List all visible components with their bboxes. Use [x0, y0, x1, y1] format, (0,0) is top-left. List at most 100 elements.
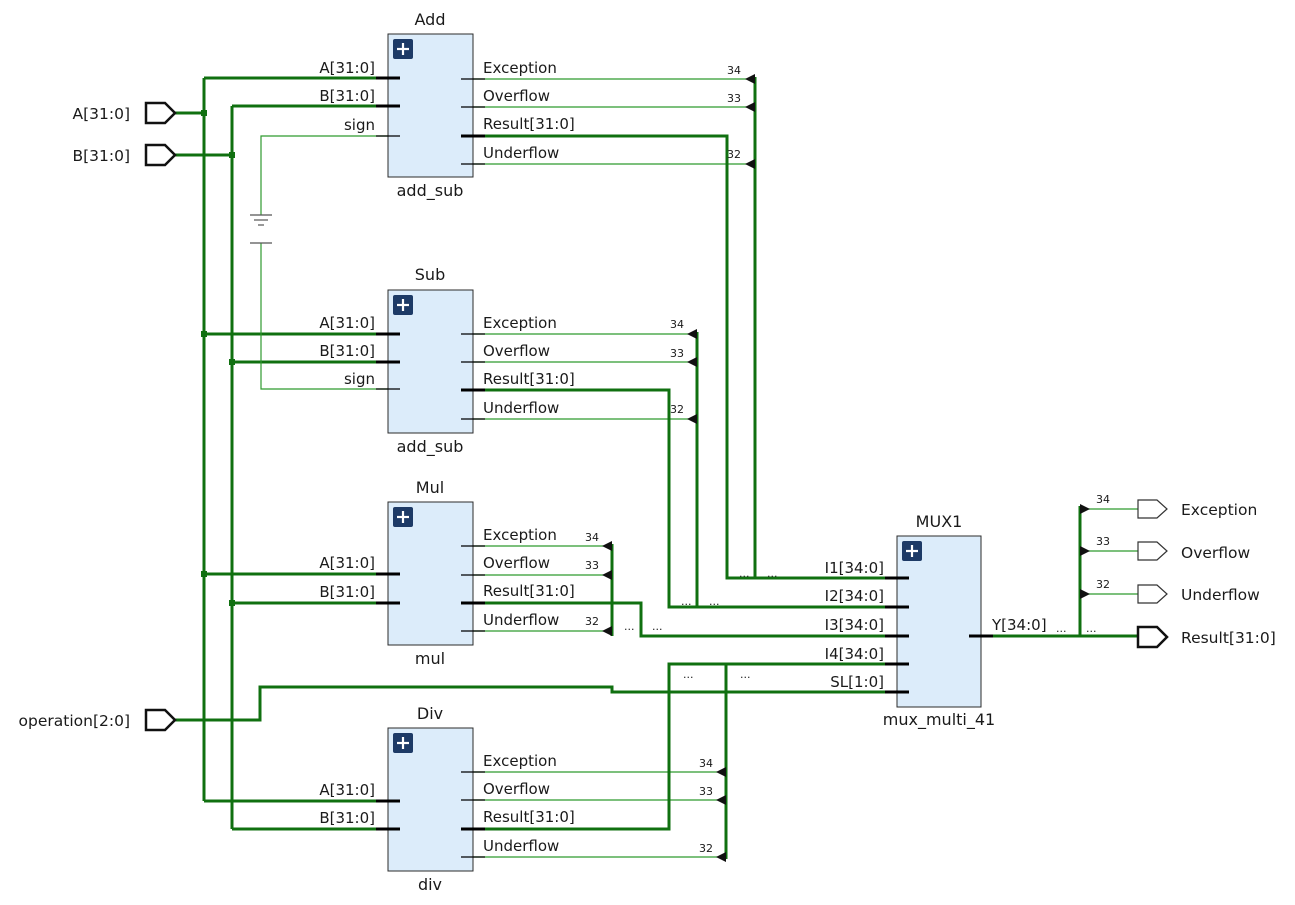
wires — [175, 76, 1138, 859]
wire-a-bus — [175, 76, 388, 803]
wire-div-result — [473, 662, 897, 831]
block-add-in-b: B[31:0] — [319, 87, 375, 105]
block-mul-out-exception: Exception — [483, 526, 557, 544]
block-add-out-overflow: Overflow — [483, 87, 550, 105]
block-sub-in-sign: sign — [344, 370, 375, 388]
block-mux-in-sl: SL[1:0] — [830, 673, 884, 691]
block-div-in-a: A[31:0] — [319, 781, 375, 799]
block-mux-expand-icon[interactable] — [902, 541, 922, 561]
block-sub-bit-overflow: 33 — [670, 347, 684, 360]
block-mul-expand-icon[interactable] — [393, 507, 413, 527]
block-add-title: Add — [415, 10, 446, 29]
block-sub-expand-icon[interactable] — [393, 295, 413, 315]
block-sub-out-exception: Exception — [483, 314, 557, 332]
block-sub-in-b: B[31:0] — [319, 342, 375, 360]
block-mux-title: MUX1 — [916, 512, 963, 531]
bus-tap-icon — [1080, 504, 1090, 514]
block-mul-out-underflow: Underflow — [483, 611, 559, 629]
block-div-ellipsis: ... — [683, 668, 694, 681]
block-div-bit-exception: 34 — [699, 757, 713, 770]
block-mux-in-i2: I2[34:0] — [825, 587, 884, 605]
junction-dot — [229, 600, 235, 606]
block-div[interactable]: Div A[31:0] B[31:0] Exception Overflow R… — [319, 668, 750, 894]
block-add-out-result: Result[31:0] — [483, 115, 575, 133]
block-mul-module: mul — [415, 649, 445, 668]
output-port-result[interactable]: Result[31:0] ... ... — [1056, 622, 1276, 649]
ground-icon — [250, 214, 272, 244]
block-add[interactable]: Add A[31:0] B[31:0] sign Exception Overf… — [319, 10, 741, 201]
wire-mul-result — [473, 601, 897, 638]
block-mul-bit-underflow: 32 — [585, 615, 599, 628]
junction-dot — [201, 571, 207, 577]
bus-tap-icon — [716, 767, 726, 777]
block-mux-box[interactable] — [896, 535, 982, 708]
block-mul-out-result: Result[31:0] — [483, 582, 575, 600]
bus-tap-icon — [1080, 589, 1090, 599]
block-mul-ellipsis: ... — [652, 620, 663, 633]
junction-dot — [201, 110, 207, 116]
bus-tap-icon — [1080, 546, 1090, 556]
bus-tap-icon — [687, 414, 697, 424]
block-add-module: add_sub — [397, 181, 464, 201]
bus-taps — [602, 74, 1090, 862]
bus-tap-icon — [745, 102, 755, 112]
wire-sign-net — [260, 135, 388, 390]
output-ellipsis: ... — [1056, 622, 1067, 635]
block-add-expand-icon[interactable] — [393, 39, 413, 59]
bus-tap-icon — [602, 626, 612, 636]
block-add-bit-overflow: 33 — [727, 92, 741, 105]
block-div-module: div — [418, 875, 442, 894]
wire-y-bus — [981, 506, 1138, 638]
block-mul-out-overflow: Overflow — [483, 554, 550, 572]
block-sub-bit-underflow: 32 — [670, 403, 684, 416]
output-ellipsis: ... — [1086, 622, 1097, 635]
input-port-operation[interactable]: operation[2:0] — [19, 708, 177, 732]
input-port-a-label: A[31:0] — [72, 105, 130, 123]
output-port-overflow[interactable]: 33 Overflow — [1096, 535, 1251, 562]
output-port-underflow-label: Underflow — [1181, 586, 1260, 604]
block-div-ellipsis: ... — [740, 668, 751, 681]
input-port-b-label: B[31:0] — [72, 147, 130, 165]
output-port-result-label: Result[31:0] — [1181, 629, 1276, 647]
bus-tap-icon — [745, 74, 755, 84]
output-port-exception[interactable]: 34 Exception — [1096, 493, 1257, 519]
bus-tap-icon — [745, 159, 755, 169]
block-add-out-exception: Exception — [483, 59, 557, 77]
wire-b-bus — [175, 104, 388, 831]
junction-dot — [201, 331, 207, 337]
input-port-a[interactable]: A[31:0] — [72, 101, 177, 125]
block-sub[interactable]: Sub A[31:0] B[31:0] sign Exception Overf… — [319, 265, 684, 457]
block-mux[interactable]: MUX1 I1[34:0] I2[34:0] I3[34:0] I4[34:0]… — [681, 512, 1047, 730]
block-sub-out-overflow: Overflow — [483, 342, 550, 360]
block-mul[interactable]: Mul A[31:0] B[31:0] Exception Overflow R… — [319, 478, 662, 668]
junction-dot — [229, 359, 235, 365]
block-mul-bit-overflow: 33 — [585, 559, 599, 572]
output-overflow-bit: 33 — [1096, 535, 1110, 548]
block-mux-in-i1: I1[34:0] — [825, 559, 884, 577]
output-port-exception-label: Exception — [1181, 501, 1257, 519]
block-div-in-b: B[31:0] — [319, 809, 375, 827]
wire-operation-bus — [175, 685, 897, 722]
block-mux-ellipsis: ... — [767, 567, 778, 580]
input-port-b[interactable]: B[31:0] — [72, 143, 177, 167]
block-mux-out-y: Y[34:0] — [991, 616, 1047, 634]
wire-add-result — [473, 134, 897, 580]
block-div-out-underflow: Underflow — [483, 837, 559, 855]
block-div-out-exception: Exception — [483, 752, 557, 770]
block-mul-ellipsis: ... — [624, 620, 635, 633]
block-div-expand-icon[interactable] — [393, 733, 413, 753]
block-add-in-a: A[31:0] — [319, 59, 375, 77]
block-div-title: Div — [417, 704, 443, 723]
bus-tap-icon — [716, 852, 726, 862]
block-sub-out-result: Result[31:0] — [483, 370, 575, 388]
output-port-overflow-label: Overflow — [1181, 544, 1251, 562]
bus-tap-icon — [687, 357, 697, 367]
block-sub-in-a: A[31:0] — [319, 314, 375, 332]
output-underflow-bit: 32 — [1096, 578, 1110, 591]
block-sub-out-underflow: Underflow — [483, 399, 559, 417]
output-port-underflow[interactable]: 32 Underflow — [1096, 578, 1260, 604]
block-sub-module: add_sub — [397, 437, 464, 457]
block-mux-module: mux_multi_41 — [883, 710, 995, 730]
bus-tap-icon — [602, 541, 612, 551]
